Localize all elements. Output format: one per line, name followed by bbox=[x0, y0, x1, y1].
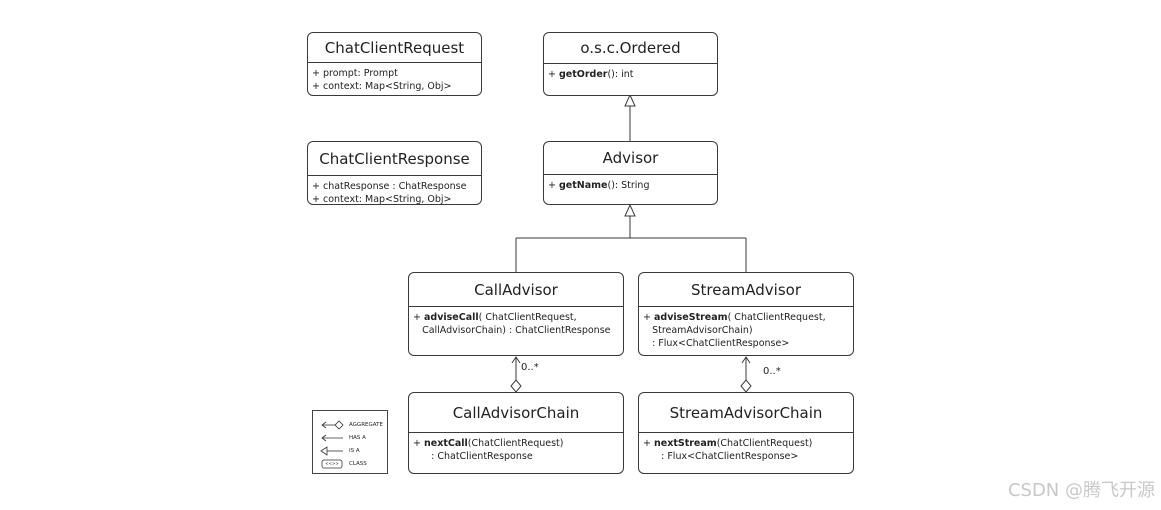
class-name: ChatClientResponse bbox=[308, 142, 481, 176]
member-signature: : ChatClientResponse bbox=[431, 451, 533, 462]
advisors-isa-advisor-connector bbox=[515, 203, 747, 272]
class-member-line: + nextStream(ChatClientRequest) bbox=[643, 437, 849, 450]
member-signature: prompt: Prompt bbox=[322, 68, 398, 79]
class-members: + adviseStream( ChatClientRequest, Strea… bbox=[639, 307, 853, 354]
member-signature: StreamAdvisorChain) bbox=[652, 325, 753, 336]
member-prefix bbox=[413, 325, 422, 336]
class-stream-advisor-chain: StreamAdvisorChain+ nextStream(ChatClien… bbox=[638, 392, 854, 474]
class-name: CallAdvisor bbox=[409, 273, 623, 307]
member-prefix bbox=[643, 451, 661, 462]
class-call-advisor: CallAdvisor+ adviseCall( ChatClientReque… bbox=[408, 272, 624, 356]
class-ordered: o.s.c.Ordered + getOrder(): int bbox=[543, 32, 718, 96]
member-name: getName bbox=[558, 180, 608, 191]
class-member-line: : ChatClientResponse bbox=[413, 450, 619, 463]
member-signature: (): int bbox=[607, 69, 634, 80]
legend-aggregate-label: AGGREGATE bbox=[349, 422, 383, 428]
member-prefix: + bbox=[548, 180, 559, 191]
legend-symbols bbox=[320, 420, 344, 469]
class-members: + adviseCall( ChatClientRequest, CallAdv… bbox=[409, 307, 623, 341]
member-prefix: + bbox=[643, 438, 654, 449]
legend: AGGREGATE HAS A IS A CLASS <<>> bbox=[312, 410, 388, 474]
member-signature: (): String bbox=[607, 180, 650, 191]
class-member-line: + nextCall(ChatClientRequest) bbox=[413, 437, 619, 450]
class-member-line: + prompt: Prompt bbox=[312, 67, 477, 80]
member-prefix: + bbox=[413, 312, 424, 323]
member-prefix: + bbox=[312, 68, 323, 79]
class-name: StreamAdvisor bbox=[639, 273, 853, 307]
member-prefix: + bbox=[312, 181, 323, 192]
class-name: ChatClientRequest bbox=[308, 33, 481, 63]
class-name: o.s.c.Ordered bbox=[544, 33, 717, 64]
class-members: + getOrder(): int bbox=[544, 64, 717, 85]
class-chat-client-request: ChatClientRequest+ prompt: Prompt+ conte… bbox=[307, 32, 482, 96]
member-signature: (ChatClientRequest) bbox=[716, 438, 813, 449]
class-members: + nextStream(ChatClientRequest) : Flux<C… bbox=[639, 433, 853, 467]
member-prefix: + bbox=[643, 312, 654, 323]
is-a-legend-icon bbox=[320, 446, 343, 456]
class-member-line: + context: Map<String, Obj> bbox=[312, 193, 477, 205]
member-signature: context: Map<String, Obj> bbox=[322, 194, 452, 205]
class-stream-advisor: StreamAdvisor+ adviseStream( ChatClientR… bbox=[638, 272, 854, 356]
member-signature: : Flux<ChatClientResponse> bbox=[661, 451, 799, 462]
class-members: + nextCall(ChatClientRequest) : ChatClie… bbox=[409, 433, 623, 467]
class-members: + getName(): String bbox=[544, 175, 717, 196]
legend-class-symbol: <<>> bbox=[325, 461, 339, 466]
advisor-isa-ordered-connector bbox=[624, 93, 636, 141]
stream-multiplicity: 0..* bbox=[763, 366, 781, 377]
class-name: CallAdvisorChain bbox=[409, 393, 623, 433]
member-prefix bbox=[413, 451, 431, 462]
call-chain-aggregate-connector bbox=[510, 356, 522, 393]
member-prefix bbox=[643, 325, 652, 336]
member-signature: : Flux<ChatClientResponse> bbox=[652, 338, 790, 349]
class-chat-client-response: ChatClientResponse+ chatResponse : ChatR… bbox=[307, 141, 482, 205]
class-member-line: : Flux<ChatClientResponse> bbox=[643, 337, 849, 350]
member-signature: chatResponse : ChatResponse bbox=[322, 181, 467, 192]
member-name: nextStream bbox=[653, 438, 717, 449]
aggregate-legend-icon bbox=[321, 420, 344, 430]
class-member-line: CallAdvisorChain) : ChatClientResponse bbox=[413, 324, 619, 337]
class-member-line: StreamAdvisorChain) bbox=[643, 324, 849, 337]
class-member-line: + getOrder(): int bbox=[548, 68, 713, 81]
member-signature: ( ChatClientRequest, bbox=[478, 312, 577, 323]
call-multiplicity: 0..* bbox=[521, 362, 539, 373]
member-signature: CallAdvisorChain) : ChatClientResponse bbox=[422, 325, 611, 336]
member-prefix: + bbox=[413, 438, 424, 449]
class-members: + chatResponse : ChatResponse+ context: … bbox=[308, 176, 481, 205]
member-signature: (ChatClientRequest) bbox=[467, 438, 564, 449]
member-prefix: + bbox=[312, 194, 323, 205]
member-prefix: + bbox=[548, 69, 559, 80]
legend-class-label: CLASS bbox=[349, 461, 367, 467]
member-name: getOrder bbox=[558, 69, 608, 80]
legend-is-a-label: IS A bbox=[349, 448, 360, 454]
legend-has-a-label: HAS A bbox=[349, 435, 366, 441]
class-member-line: + adviseStream( ChatClientRequest, bbox=[643, 311, 849, 324]
member-prefix bbox=[643, 338, 652, 349]
class-call-advisor-chain: CallAdvisorChain+ nextCall(ChatClientReq… bbox=[408, 392, 624, 474]
class-name: StreamAdvisorChain bbox=[639, 393, 853, 433]
class-legend-icon bbox=[321, 459, 343, 469]
class-member-line: + context: Map<String, Obj> bbox=[312, 80, 477, 93]
class-member-line: : Flux<ChatClientResponse> bbox=[643, 450, 849, 463]
member-signature: context: Map<String, Obj> bbox=[322, 81, 452, 92]
stream-chain-aggregate-connector bbox=[740, 356, 752, 393]
watermark: CSDN @腾飞开源 bbox=[1007, 480, 1155, 501]
has-a-legend-icon bbox=[321, 434, 343, 442]
class-name: Advisor bbox=[544, 142, 717, 175]
class-member-line: + adviseCall( ChatClientRequest, bbox=[413, 311, 619, 324]
class-advisor: Advisor + getName(): String bbox=[543, 141, 718, 205]
class-member-line: + getName(): String bbox=[548, 179, 713, 192]
member-name: nextCall bbox=[423, 438, 468, 449]
member-prefix: + bbox=[312, 81, 323, 92]
member-name: adviseCall bbox=[423, 312, 479, 323]
member-name: adviseStream bbox=[653, 312, 728, 323]
member-signature: ( ChatClientRequest, bbox=[727, 312, 826, 323]
class-member-line: + chatResponse : ChatResponse bbox=[312, 180, 477, 193]
class-members: + prompt: Prompt+ context: Map<String, O… bbox=[308, 63, 481, 95]
